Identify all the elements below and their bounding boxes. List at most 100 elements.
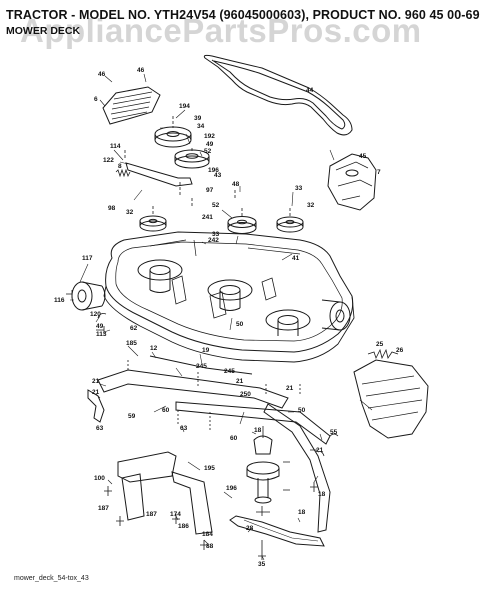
- callout-label: 18: [318, 491, 326, 498]
- callout-label: 12: [150, 345, 158, 352]
- deck-rim-inner: [115, 241, 343, 342]
- callout-label: 100: [94, 475, 105, 482]
- callout-label: 52: [212, 202, 220, 209]
- callout-label: 117: [82, 255, 93, 262]
- callout-label: 46: [137, 67, 145, 74]
- discharge-chute: [353, 359, 429, 439]
- callout-label: 46: [98, 71, 106, 78]
- spindle-assembly: [246, 435, 280, 504]
- belt-cover-ribs: [110, 91, 153, 120]
- callout-label: 21: [286, 385, 294, 392]
- callout-label: 55: [330, 429, 338, 436]
- diagram-title: TRACTOR - MODEL NO. YTH24V54 (9604500060…: [6, 8, 480, 22]
- pulley-center: [227, 216, 257, 234]
- gauge-wheel-right: [321, 299, 351, 331]
- callout-label: 18: [298, 509, 306, 516]
- callout-label: 114: [110, 143, 121, 150]
- callout-label: 195: [204, 465, 215, 472]
- leader-lines: [70, 73, 373, 561]
- gauge-wheel-left: [71, 281, 106, 311]
- callout-label: 33: [295, 185, 303, 192]
- callout-labels: 4646619434391924952196114122897433298457…: [54, 67, 404, 568]
- callout-label: 44: [306, 87, 314, 94]
- callout-label: 63: [96, 425, 104, 432]
- spindle-housing-right: [265, 309, 311, 336]
- callout-label: 63: [180, 425, 188, 432]
- callout-label: 122: [103, 157, 114, 164]
- chute-hinge-spring: [367, 348, 399, 360]
- deflector-bracket: [327, 153, 377, 211]
- parts-diagram: 4646619434391924952196114122897433298457…: [54, 54, 429, 568]
- callout-label: 49: [206, 141, 214, 148]
- idler-spring: [115, 168, 131, 178]
- lower-link-plate: [121, 473, 145, 521]
- callout-label: 98: [108, 205, 116, 212]
- callout-label: 49: [96, 323, 104, 330]
- callout-label: 50: [236, 321, 244, 328]
- callout-label: 245: [196, 363, 207, 370]
- callout-label: 97: [206, 187, 214, 194]
- belt-cover: [102, 86, 161, 125]
- spindle-housing-left: [137, 259, 183, 293]
- pulley-right: [276, 216, 304, 233]
- callout-label: 113: [96, 331, 107, 338]
- callout-label: 241: [202, 214, 213, 221]
- deck-skirt: [103, 285, 355, 363]
- diagram-code: mower_deck_54-tox_43: [14, 575, 89, 582]
- rear-hanger-bar: [175, 401, 331, 445]
- callout-label: 43: [214, 172, 222, 179]
- link-bolts: [127, 360, 301, 432]
- pulley-left: [139, 215, 167, 232]
- bracket-hole: [345, 169, 359, 177]
- callout-label: 174: [170, 511, 181, 518]
- drive-belt: [203, 54, 353, 136]
- callout-label: 45: [359, 153, 367, 160]
- stabilizer-rod: [87, 389, 105, 423]
- callout-label: 194: [179, 103, 190, 110]
- deck-lift-arm: [263, 403, 331, 533]
- callout-label: 41: [292, 255, 300, 262]
- spindle-housing-center: [207, 279, 253, 311]
- idler-pulley-upper: [154, 126, 192, 148]
- callout-label: 62: [130, 325, 138, 332]
- callout-label: 120: [90, 311, 101, 318]
- idler-arm: [125, 162, 193, 187]
- callout-label: 21: [92, 389, 100, 396]
- callout-label: 245: [224, 368, 235, 375]
- callout-label: 8: [118, 163, 122, 170]
- callout-label: 196: [208, 167, 219, 174]
- callout-label: 52: [204, 148, 212, 155]
- small-hardware-right: [310, 433, 339, 492]
- watermark: AppliancePartsPros.com: [20, 12, 422, 49]
- callout-label: 196: [226, 485, 237, 492]
- front-hanger-bar: [97, 369, 289, 409]
- callout-label: 7: [377, 169, 381, 176]
- callout-label: 35: [258, 561, 266, 568]
- lower-link-hardware: [104, 486, 208, 550]
- callout-label: 50: [298, 407, 306, 414]
- mower-deck: [105, 231, 354, 353]
- callout-label: 18: [254, 427, 262, 434]
- callout-label: 21: [236, 378, 244, 385]
- callout-label: 25: [376, 341, 384, 348]
- callout-label: 48: [232, 181, 240, 188]
- callout-label: 34: [197, 123, 205, 130]
- callout-label: 60: [162, 407, 170, 414]
- callout-label: 19: [202, 347, 210, 354]
- callout-label: 32: [126, 209, 134, 216]
- drive-belt-inner: [211, 59, 346, 130]
- callout-label: 192: [204, 133, 215, 140]
- callout-label: 184: [202, 531, 213, 538]
- diagram-subtitle: MOWER DECK: [6, 25, 81, 37]
- bolt-lines: [124, 116, 291, 217]
- callout-label: 60: [230, 435, 238, 442]
- callout-label: 116: [54, 297, 65, 304]
- stabilizer-rod-long: [149, 355, 253, 375]
- spindle-hardware: [256, 426, 290, 516]
- callout-label: 242: [208, 237, 219, 244]
- callout-label: 33: [212, 231, 220, 238]
- callout-label: 26: [396, 347, 404, 354]
- callout-label: 250: [240, 391, 251, 398]
- deck-baffle: [149, 239, 301, 257]
- blade-edge: [243, 519, 319, 542]
